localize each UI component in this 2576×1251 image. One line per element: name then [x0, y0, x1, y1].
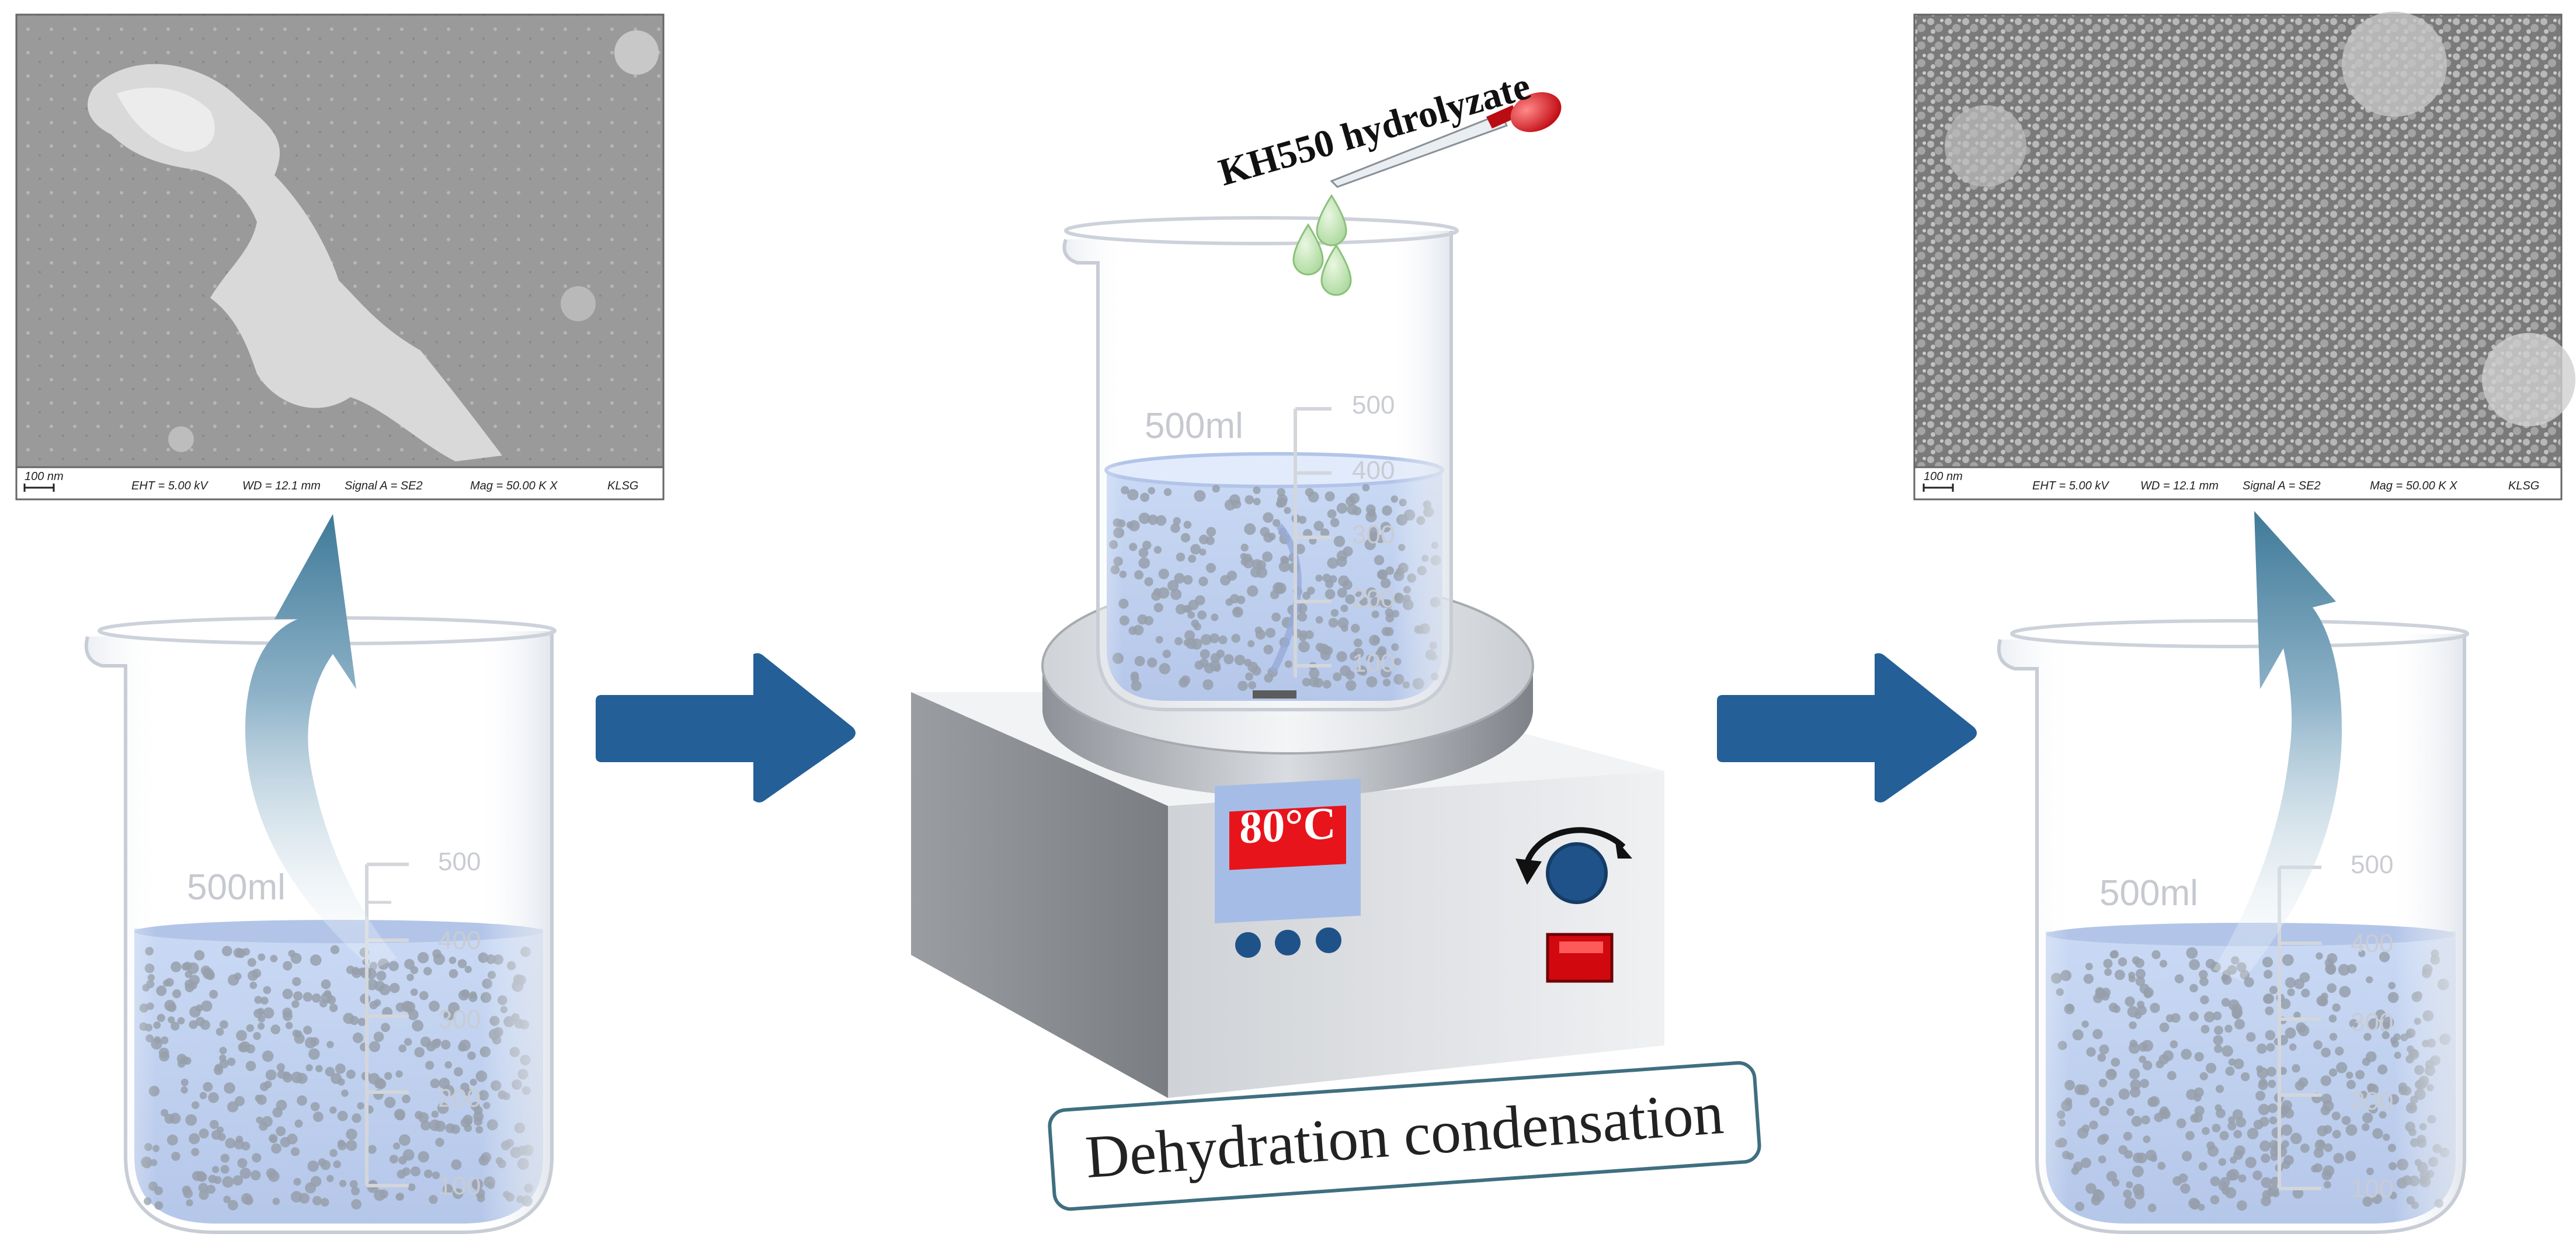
sem-right-mag: Mag = 50.00 K X — [2370, 479, 2457, 492]
sem-left-wd: WD = 12.1 mm — [242, 479, 321, 492]
droplets — [1292, 194, 1352, 296]
beaker-right-volume: 500ml — [2099, 873, 2198, 913]
sem-right-wd: WD = 12.1 mm — [2140, 479, 2219, 492]
curved-arrow-right — [2213, 511, 2342, 981]
beaker-left-tick-200: 200 — [438, 1084, 481, 1113]
beaker-right-tick-200: 200 — [2351, 1087, 2393, 1116]
beaker-right-tick-300: 300 — [2351, 1008, 2393, 1037]
beaker-center-tick-100: 100 — [1352, 649, 1395, 677]
sem-right-scale-label: 100 nm — [1924, 470, 1963, 483]
sem-image-right: 100 nm EHT = 5.00 kV WD = 12.1 mm Signal… — [1913, 12, 2575, 501]
sem-left-scale-label: 100 nm — [25, 470, 64, 483]
beaker-center-tick-300: 300 — [1352, 520, 1395, 549]
beaker-right-tick-400: 400 — [2351, 929, 2393, 958]
beaker-center-volume: 500ml — [1145, 406, 1243, 446]
sem-left-eht: EHT = 5.00 kV — [131, 479, 208, 492]
temperature-display — [1229, 805, 1346, 870]
sem-right-lab: KLSG — [2508, 479, 2539, 492]
panel-button-2[interactable] — [1275, 930, 1301, 955]
knob-rotation-arrow — [1522, 827, 1626, 871]
sem-image-left: 100 nm EHT = 5.00 kV WD = 12.1 mm Signal… — [15, 13, 665, 501]
speed-knob[interactable] — [1546, 842, 1608, 904]
sem-left-mag: Mag = 50.00 K X — [470, 479, 558, 492]
beaker-center: 500ml 500 400 300 200 100 — [1062, 216, 1459, 711]
dropper — [1330, 92, 1562, 188]
beaker-left-volume: 500ml — [187, 867, 286, 908]
beaker-left: 500ml 500 400 300 200 100 — [84, 616, 557, 1234]
beaker-right-tick-100: 100 — [2351, 1174, 2393, 1203]
panel-button-3[interactable] — [1316, 927, 1341, 953]
curved-arrow-left — [245, 514, 397, 969]
beaker-center-tick-400: 400 — [1352, 456, 1395, 485]
beaker-left-tick-400: 400 — [438, 926, 481, 955]
beaker-left-tick-500: 500 — [438, 847, 481, 876]
sem-right-eht: EHT = 5.00 kV — [2032, 479, 2109, 492]
beaker-left-tick-300: 300 — [438, 1005, 481, 1034]
beaker-right: 500ml 500 400 300 200 100 — [1997, 619, 2469, 1234]
sem-left-lab: KLSG — [607, 479, 638, 492]
sem-right-signal: Signal A = SE2 — [2243, 479, 2321, 492]
beaker-left-tick-100: 100 — [438, 1172, 481, 1200]
sem-left-signal: Signal A = SE2 — [345, 479, 423, 492]
beaker-right-tick-500: 500 — [2351, 850, 2393, 879]
sem-aggregate — [88, 64, 502, 461]
arrow-right-2 — [1717, 653, 1977, 802]
beaker-center-tick-500: 500 — [1352, 391, 1395, 419]
temperature-value: 80°C — [1239, 797, 1336, 853]
arrow-right-1 — [596, 653, 856, 802]
beaker-center-tick-200: 200 — [1352, 585, 1395, 613]
panel-button-1[interactable] — [1235, 932, 1261, 958]
